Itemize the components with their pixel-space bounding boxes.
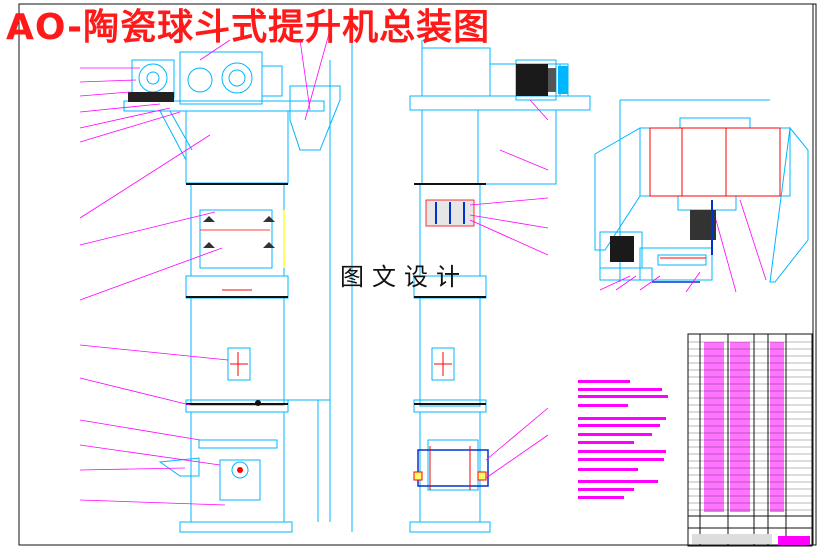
parts-list-row-lines	[688, 341, 812, 511]
side-view-leaders	[469, 99, 549, 479]
drawing-title: AO-陶瓷球斗式提升机总装图	[6, 7, 491, 48]
front-view-details	[128, 92, 288, 473]
plan-view-details	[610, 127, 781, 283]
technical-notes	[578, 380, 668, 499]
watermark-text: 图文设计	[340, 263, 468, 291]
front-view-leaders	[79, 29, 331, 506]
side-view-details	[413, 64, 568, 490]
drawing-border	[18, 3, 817, 546]
plan-view	[594, 99, 809, 283]
plan-view-leaders	[599, 199, 767, 293]
front-view	[123, 20, 353, 533]
